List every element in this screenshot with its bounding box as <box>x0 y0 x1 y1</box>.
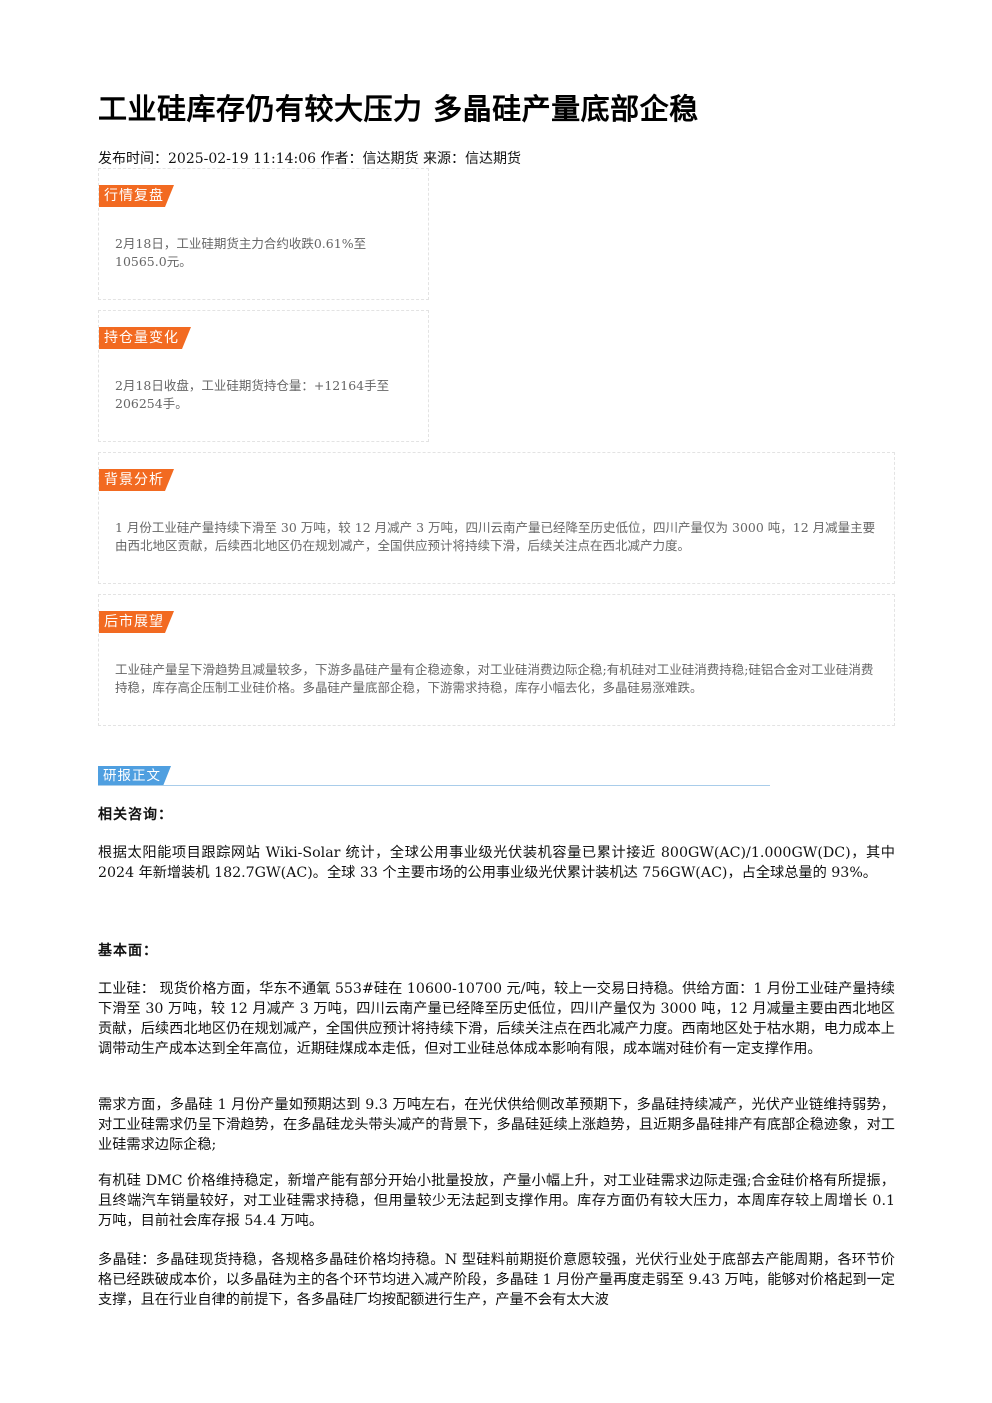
consult-heading: 相关咨询： <box>98 807 173 823</box>
fundamental-paragraph-polysilicon: 多晶硅：多晶硅现货持稳，各规格多晶硅价格均持稳。N 型硅料前期挺价意愿较强，光伏… <box>98 1252 895 1308</box>
market-review-text: 2月18日，工业硅期货主力合约收跌0.61%至10565.0元。 <box>115 236 367 269</box>
report-section-tag: 研报正文 <box>98 766 171 786</box>
market-review-box: 行情复盘 2月18日，工业硅期货主力合约收跌0.61%至10565.0元。 <box>98 168 429 300</box>
open-interest-tag: 持仓量变化 <box>99 327 191 349</box>
background-analysis-tag: 背景分析 <box>99 469 174 491</box>
consult-paragraph: 根据太阳能项目跟踪网站 Wiki-Solar 统计，全球公用事业级光伏装机容量已… <box>98 845 895 881</box>
fundamental-heading: 基本面： <box>98 943 158 959</box>
outlook-box: 后市展望 工业硅产量呈下滑趋势且减量较多，下游多晶硅产量有企稳迹象，对工业硅消费… <box>98 594 895 726</box>
outlook-tag: 后市展望 <box>99 611 174 633</box>
open-interest-box: 持仓量变化 2月18日收盘，工业硅期货持仓量：+12164手至206254手。 <box>98 310 429 442</box>
fundamental-paragraph-silicon: 工业硅： 现货价格方面，华东不通氧 553#硅在 10600-10700 元/吨… <box>98 981 895 1057</box>
article-meta: 发布时间：2025-02-19 11:14:06 作者：信达期货 来源：信达期货 <box>98 151 521 167</box>
outlook-text: 工业硅产量呈下滑趋势且减量较多，下游多晶硅产量有企稳迹象，对工业硅消费边际企稳;… <box>115 662 874 695</box>
open-interest-text: 2月18日收盘，工业硅期货持仓量：+12164手至206254手。 <box>115 378 390 411</box>
report-section-divider <box>98 785 770 786</box>
market-review-tag: 行情复盘 <box>99 185 174 207</box>
fundamental-paragraph-demand: 需求方面，多晶硅 1 月份产量如预期达到 9.3 万吨左右，在光伏供给侧改革预期… <box>98 1097 895 1153</box>
background-analysis-text: 1 月份工业硅产量持续下滑至 30 万吨，较 12 月减产 3 万吨，四川云南产… <box>115 520 876 553</box>
fundamental-paragraph-organic: 有机硅 DMC 价格维持稳定，新增产能有部分开始小批量投放，产量小幅上升，对工业… <box>98 1173 895 1229</box>
background-analysis-box: 背景分析 1 月份工业硅产量持续下滑至 30 万吨，较 12 月减产 3 万吨，… <box>98 452 895 584</box>
article-title: 工业硅库存仍有较大压力 多晶硅产量底部企稳 <box>98 92 699 126</box>
